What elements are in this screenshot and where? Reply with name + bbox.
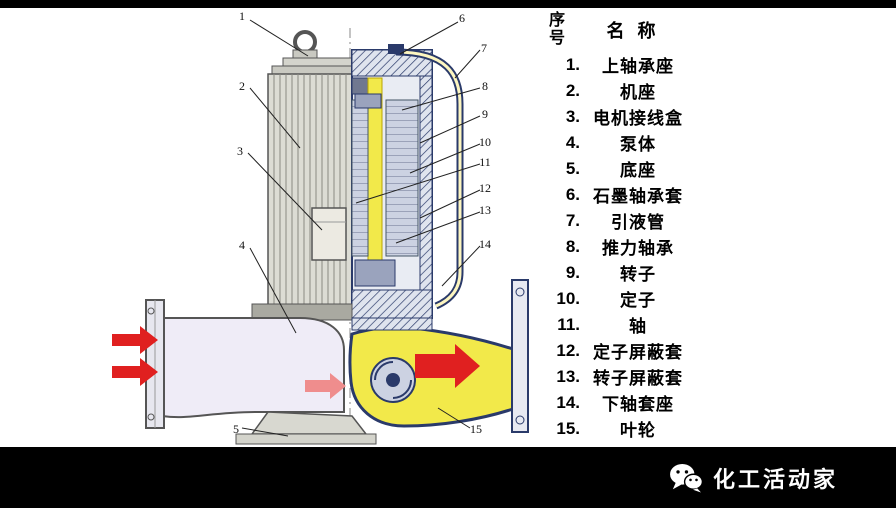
legend-row-name: 机座 bbox=[620, 83, 656, 103]
callout-3: 3 bbox=[237, 144, 243, 158]
legend-row-num: 6. bbox=[565, 184, 580, 204]
callout-14: 14 bbox=[479, 237, 491, 251]
legend-row-num: 13. bbox=[556, 366, 580, 386]
legend-row-name: 底座 bbox=[620, 161, 656, 181]
callout-13: 13 bbox=[479, 203, 491, 217]
discharge-arrow bbox=[415, 344, 480, 388]
rotor bbox=[351, 99, 369, 257]
legend-row: 2. 机座 bbox=[544, 78, 696, 104]
legend-row-num: 1. bbox=[565, 54, 580, 74]
callout-1: 1 bbox=[239, 9, 245, 23]
legend-row-name: 转子屏蔽套 bbox=[593, 369, 683, 389]
legend-row: 12. 定子屏蔽套 bbox=[544, 338, 696, 364]
callout-11: 11 bbox=[479, 155, 491, 169]
discharge-flange bbox=[511, 279, 529, 433]
legend-row: 14. 下轴套座 bbox=[544, 390, 696, 416]
legend-row-name: 转子 bbox=[620, 265, 656, 285]
wechat-icon bbox=[670, 463, 703, 493]
legend-row-num: 4. bbox=[565, 132, 580, 152]
inlet-arrow-top bbox=[112, 326, 158, 354]
legend-row-num: 3. bbox=[565, 106, 580, 126]
legend-row-name: 石墨轴承套 bbox=[593, 187, 683, 207]
legend-row-num: 8. bbox=[565, 236, 580, 256]
parts-legend: 序号 名 称 1. 上轴承座 2. 机座 3. 电机接线盒 4. 泵体 5. 底… bbox=[544, 12, 696, 442]
legend-row: 6. 石墨轴承套 bbox=[544, 182, 696, 208]
legend-header-num: 序号 bbox=[548, 12, 565, 48]
callout-6: 6 bbox=[459, 11, 465, 25]
callout-12: 12 bbox=[479, 181, 491, 195]
callout-7: 7 bbox=[481, 41, 487, 55]
base-stand bbox=[235, 411, 377, 445]
inlet-arrow-bottom bbox=[112, 358, 158, 386]
lower-bearing-seat bbox=[354, 259, 396, 287]
legend-header: 序号 名 称 bbox=[544, 12, 696, 49]
legend-row: 10. 定子 bbox=[544, 286, 696, 312]
legend-row: 8. 推力轴承 bbox=[544, 234, 696, 260]
callout-4: 4 bbox=[239, 238, 245, 252]
legend-row-name: 定子屏蔽套 bbox=[593, 343, 683, 363]
legend-row-name: 轴 bbox=[629, 317, 647, 337]
legend-row-num: 15. bbox=[556, 418, 580, 438]
suction-nozzle bbox=[145, 299, 345, 429]
legend-row-num: 9. bbox=[565, 262, 580, 282]
legend-row: 13. 转子屏蔽套 bbox=[544, 364, 696, 390]
legend-row-name: 定子 bbox=[620, 291, 656, 311]
stator bbox=[385, 99, 419, 257]
legend-row: 3. 电机接线盒 bbox=[544, 104, 696, 130]
legend-row-name: 下轴套座 bbox=[602, 395, 674, 415]
legend-row: 15. 叶轮 bbox=[544, 416, 696, 442]
legend-row-name: 泵体 bbox=[620, 135, 656, 155]
slide-content: 1 2 3 4 5 6 7 8 9 10 11 12 13 14 15 序号 名… bbox=[0, 8, 896, 447]
legend-row-name: 引液管 bbox=[611, 213, 665, 233]
callout-15: 15 bbox=[470, 422, 482, 436]
legend-row-name: 上轴承座 bbox=[602, 57, 674, 77]
legend-header-name: 名 称 bbox=[606, 21, 660, 42]
legend-row: 1. 上轴承座 bbox=[544, 52, 696, 78]
top-black-bar bbox=[0, 0, 896, 8]
callout-10: 10 bbox=[479, 135, 491, 149]
legend-row-num: 2. bbox=[565, 80, 580, 100]
legend-row-name: 电机接线盒 bbox=[593, 109, 683, 129]
liquid-pipe bbox=[388, 44, 464, 310]
impeller bbox=[370, 357, 416, 403]
bottom-black-bar: 化工活动家 bbox=[0, 447, 896, 508]
legend-row-num: 11. bbox=[557, 314, 580, 334]
terminal-box bbox=[311, 207, 347, 261]
flow-arrows bbox=[112, 326, 480, 399]
callout-8: 8 bbox=[482, 79, 488, 93]
internal-flow-arrow bbox=[305, 373, 346, 399]
thrust-bearing bbox=[354, 93, 382, 109]
legend-row-num: 12. bbox=[556, 340, 580, 360]
legend-row: 11. 轴 bbox=[544, 312, 696, 338]
legend-row: 4. 泵体 bbox=[544, 130, 696, 156]
callout-2: 2 bbox=[239, 79, 245, 93]
callout-9: 9 bbox=[482, 107, 488, 121]
callout-5: 5 bbox=[233, 422, 239, 436]
legend-row: 7. 引液管 bbox=[544, 208, 696, 234]
legend-row: 5. 底座 bbox=[544, 156, 696, 182]
legend-row-num: 7. bbox=[565, 210, 580, 230]
lifting-eye bbox=[292, 30, 318, 61]
legend-row-num: 5. bbox=[565, 158, 580, 178]
motor-frame bbox=[267, 73, 353, 313]
legend-row-num: 10. bbox=[556, 288, 580, 308]
legend-row: 9. 转子 bbox=[544, 260, 696, 286]
legend-row-name: 叶轮 bbox=[620, 421, 656, 441]
pump-cross-section-diagram: 1 2 3 4 5 6 7 8 9 10 11 12 13 14 15 bbox=[112, 9, 529, 445]
legend-row-name: 推力轴承 bbox=[602, 239, 674, 259]
brand-name: 化工活动家 bbox=[712, 466, 838, 492]
legend-row-num: 14. bbox=[556, 392, 580, 412]
leader-lines bbox=[241, 19, 481, 437]
